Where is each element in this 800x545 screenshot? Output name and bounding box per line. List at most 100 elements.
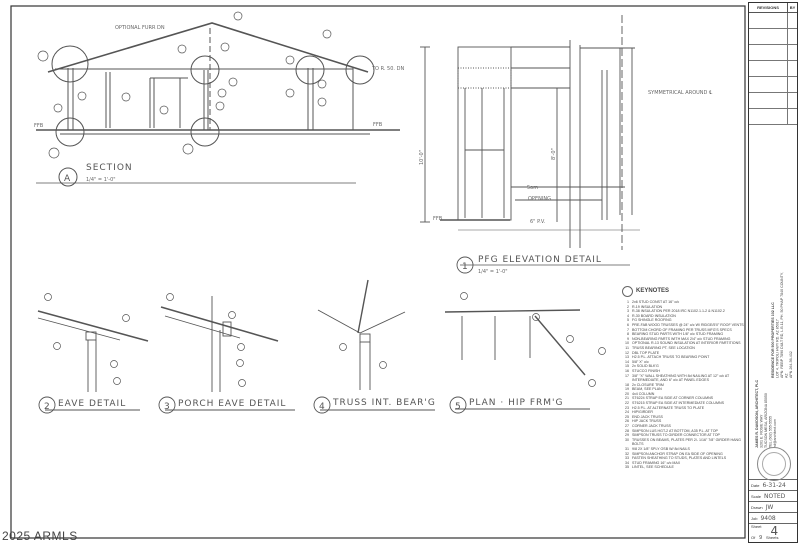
revisions-header: REVISIONS BY [749,3,797,13]
elevation-scale: 1/4" = 1'-0" [478,269,508,275]
section-note-furr: OPTIONAL FURR DN [115,25,165,31]
keynote-text: ST6215 STRAP EA SIDE AT INTERMEDIATE COL… [632,401,724,406]
keynote-number: 4 [627,313,629,318]
keynote-text: SIMPSON LUS HGT-2 AT BOTTOM, A35 P.L. AT… [632,428,718,433]
keynote-number: 26 [625,419,629,424]
elevation-dim-5om: 5om [527,185,538,191]
date-value: 6-31-24 [762,481,786,489]
project-legal: APN: REBP 7890 DULT RD, L.B.11, PH. 50 P… [780,272,789,378]
keynote-number: 27 [625,424,629,429]
revisions-label: REVISIONS [749,3,788,12]
keynote-text: SIMPSON TRUSS TO GIRDER CONNECTOR AT TOP [632,433,720,438]
keynote-text: STUD FRAMING 16" o/c MAX [632,460,681,465]
keynote-number: 28 [625,428,629,433]
job-label: Job [751,515,758,521]
keynote-number: 6 [627,322,629,327]
architect-name: JAMES R. DAVIDSON, ARCHITECT, PLC [755,379,759,448]
keynote-number: 19 [625,387,629,392]
keynote-text: SIMPSON ANCHOR STRAP ON EA SIDE OF OPENI… [632,451,723,456]
elevation-title: PFG ELEVATION DETAIL [478,255,602,265]
keynote-number: 23 [625,405,629,410]
keynote-text: BOTTOM CHORD OF FRAMING PER TRUSS MFG'S … [632,327,732,332]
architect-info: JAMES R. DAVIDSON, ARCHITECT, PLC 3201 E… [755,373,778,448]
keynote-text: NON-BEARING PARTS WITH MAX 2/4" o/c STUD… [632,336,731,341]
keynote-text: FG SHINGLE ROOFING [632,318,672,323]
keynote-number: 35 [625,465,629,470]
keynote-number: 34 [625,460,629,465]
keynote-number: 9 [627,336,629,341]
architect-city: TUCSON MESA, ARIZONA 85050 [764,393,768,448]
keynote-text: PRE-FAB WOOD TRUSSES @ 24" o/c W/ RIDGE/… [632,322,744,327]
sheet-field: Sheet 4 [749,523,797,542]
detail-4-title: TRUSS INT. BEAR'G [332,398,436,408]
detail-2-label: 2 EAVE DETAIL [44,399,125,412]
architect-phone: TEL (602) 555-5555 [768,415,773,448]
keynote-text: HIP JACK TRUSS [632,419,662,424]
elevation-dim-opening-height: 8'-0" [551,148,557,160]
detail-4-id: 4 [319,402,326,412]
keynote-text: 9/8 2X 1/8" SPLY OSB W/ 8d NAILS [632,447,690,451]
keynote-number: 8 [627,332,629,337]
elevation-note-symmetrical: SYMMETRICAL AROUND ℄ [648,90,713,96]
keynote-number: 31 [625,447,629,451]
architect-street: 3201 E. ROSIE WAY [759,414,764,448]
revision-row [749,29,797,45]
drawn-value: JW [765,503,774,511]
keynotes-title: KEYNOTES [636,288,670,295]
revision-row [749,61,797,77]
sheet-label: Sheet [751,524,762,529]
architect-email: jrd@architect.com [773,418,777,448]
keynote-text: R-19 INSULATION [632,304,663,309]
keynote-text: 2x6 STUD CONST AT 16" o/c [632,300,680,304]
keynote-text: BEAM, SEE PLAN [632,387,662,392]
date-label: Date [751,482,760,488]
keynote-text: H2.5 P.L. ATTACH TRUSS TO BEARING POINT [632,355,710,360]
detail-2-id: 2 [44,402,51,412]
keynote-text: STUCCO FINISH [632,368,660,373]
keynote-number: 25 [625,414,629,419]
section-title: SECTION [86,163,133,173]
keynote-text: H2.5 P.L. AT ALTERNATE TRUSS TO PLATE [632,405,705,410]
elevation-dim-opening: OPENING [528,196,551,202]
keynote-text: R-30 BOARD INSULATION [632,313,676,318]
detail-5-title: PLAN · HIP FRM'G [469,398,563,408]
keynote-number: 3 [627,309,629,314]
scale-label: Scale [751,493,762,499]
keynote-number: 17 [625,373,629,378]
keynote-number: 7 [627,327,629,332]
job-value: 9408 [760,514,776,522]
keynote-text: 2x SOLID BLK'G [632,364,659,369]
project-name: RESIDENCE FOR 500 PROPERTIES 102 LLC [771,302,775,378]
sheet-border [10,5,746,539]
elevation-id: 1 [462,262,469,272]
elevation-dim-pv: 6" P.V. [530,219,546,225]
scale-value: NOTED [764,492,786,500]
revision-row [749,109,797,125]
sheet-number: 4 [770,524,779,538]
elevation-dim-height: 10'-0" [419,150,425,165]
keynote-number: 30 [625,437,629,442]
keynote-text: CORNER JACK TRUSS [632,424,671,429]
section-scale: 1/4" = 1'-0" [86,177,116,183]
keynote-number: 24 [625,410,629,415]
keynote-text: HIP/GIRDER [632,410,653,415]
keynote-text: TRUSSES ON BEAMS, PLATES PER 2/- 1/16" 7… [632,437,741,447]
keynote-text: 4x4 COLUMN [632,391,655,396]
project-address: LOT 4, TRIPOLI HWY RD. AZ 85017 [775,319,780,378]
keynote-text: 5/8" X" o/c [632,359,649,364]
